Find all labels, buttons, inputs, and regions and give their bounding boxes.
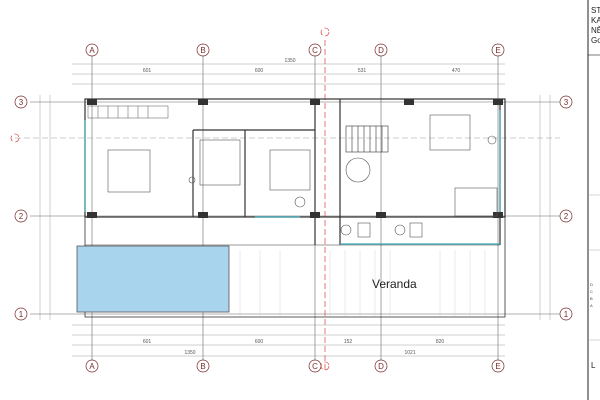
room-label-veranda: Veranda [372,277,417,291]
dim-bay-cd: 531 [358,68,367,74]
title-line-3: NĚ [591,26,600,35]
dim-overall-bottom-right: 1021 [404,350,415,356]
grid-labels: A B C D E A B C D E 3 2 1 3 2 1 [19,46,569,371]
title-line-2: KA [591,16,600,25]
bed-left [107,149,151,193]
grid-label-d-bottom: D [378,362,384,371]
revision-d: D [590,282,593,287]
dim-overall-top: 1350 [284,58,295,64]
grid-label-3-right: 3 [564,98,569,107]
dim-bottom-ab: 601 [143,339,152,345]
grid-label-a: A [89,46,95,55]
grid-label-c: C [312,46,318,55]
dim-bottom-cd: 152 [344,339,353,345]
grid-label-b-bottom: B [200,362,205,371]
dim-bottom-bc: 600 [255,339,264,345]
title-block: ST KA NĚ Go D C B A L [587,0,600,400]
revision-a: A [590,303,593,308]
grid-label-1-right: 1 [564,310,569,319]
grid-label-2: 2 [19,212,24,221]
grid-label-d: D [378,46,384,55]
dim-overall-bottom-left: 1350 [184,350,195,356]
grid-label-1: 1 [19,310,24,319]
staircase [345,125,389,153]
furniture [107,114,498,238]
title-bottom-letter: L [591,361,596,370]
revision-c: C [590,289,593,294]
grid-label-e-bottom: E [495,362,500,371]
dim-bay-ab: 601 [143,68,152,74]
grid-label-b: B [200,46,205,55]
bathroom [199,139,241,186]
glazing [84,110,501,245]
section-line [10,27,560,371]
kitchen-block [429,114,471,151]
dimension-lines [39,63,551,357]
round-table [345,157,371,183]
bed-middle [269,149,311,191]
wardrobe [87,105,169,119]
swimming-pool [76,245,230,313]
dim-bottom-de: 820 [436,339,445,345]
grid-lines [30,56,570,360]
title-line-1: ST [591,6,600,15]
veranda-decking [239,250,486,316]
dim-bay-bc: 600 [255,68,264,74]
grid-label-c-bottom: C [312,362,318,371]
grid-label-e: E [495,46,500,55]
revision-b: B [590,296,593,301]
title-line-4: Go [591,36,600,45]
grid-bubbles [14,43,573,373]
grid-label-3: 3 [19,98,24,107]
dim-bay-de: 470 [452,68,461,74]
structural-columns [87,99,503,218]
grid-label-a-bottom: A [89,362,95,371]
grid-label-2-right: 2 [564,212,569,221]
bed-right [454,187,498,217]
